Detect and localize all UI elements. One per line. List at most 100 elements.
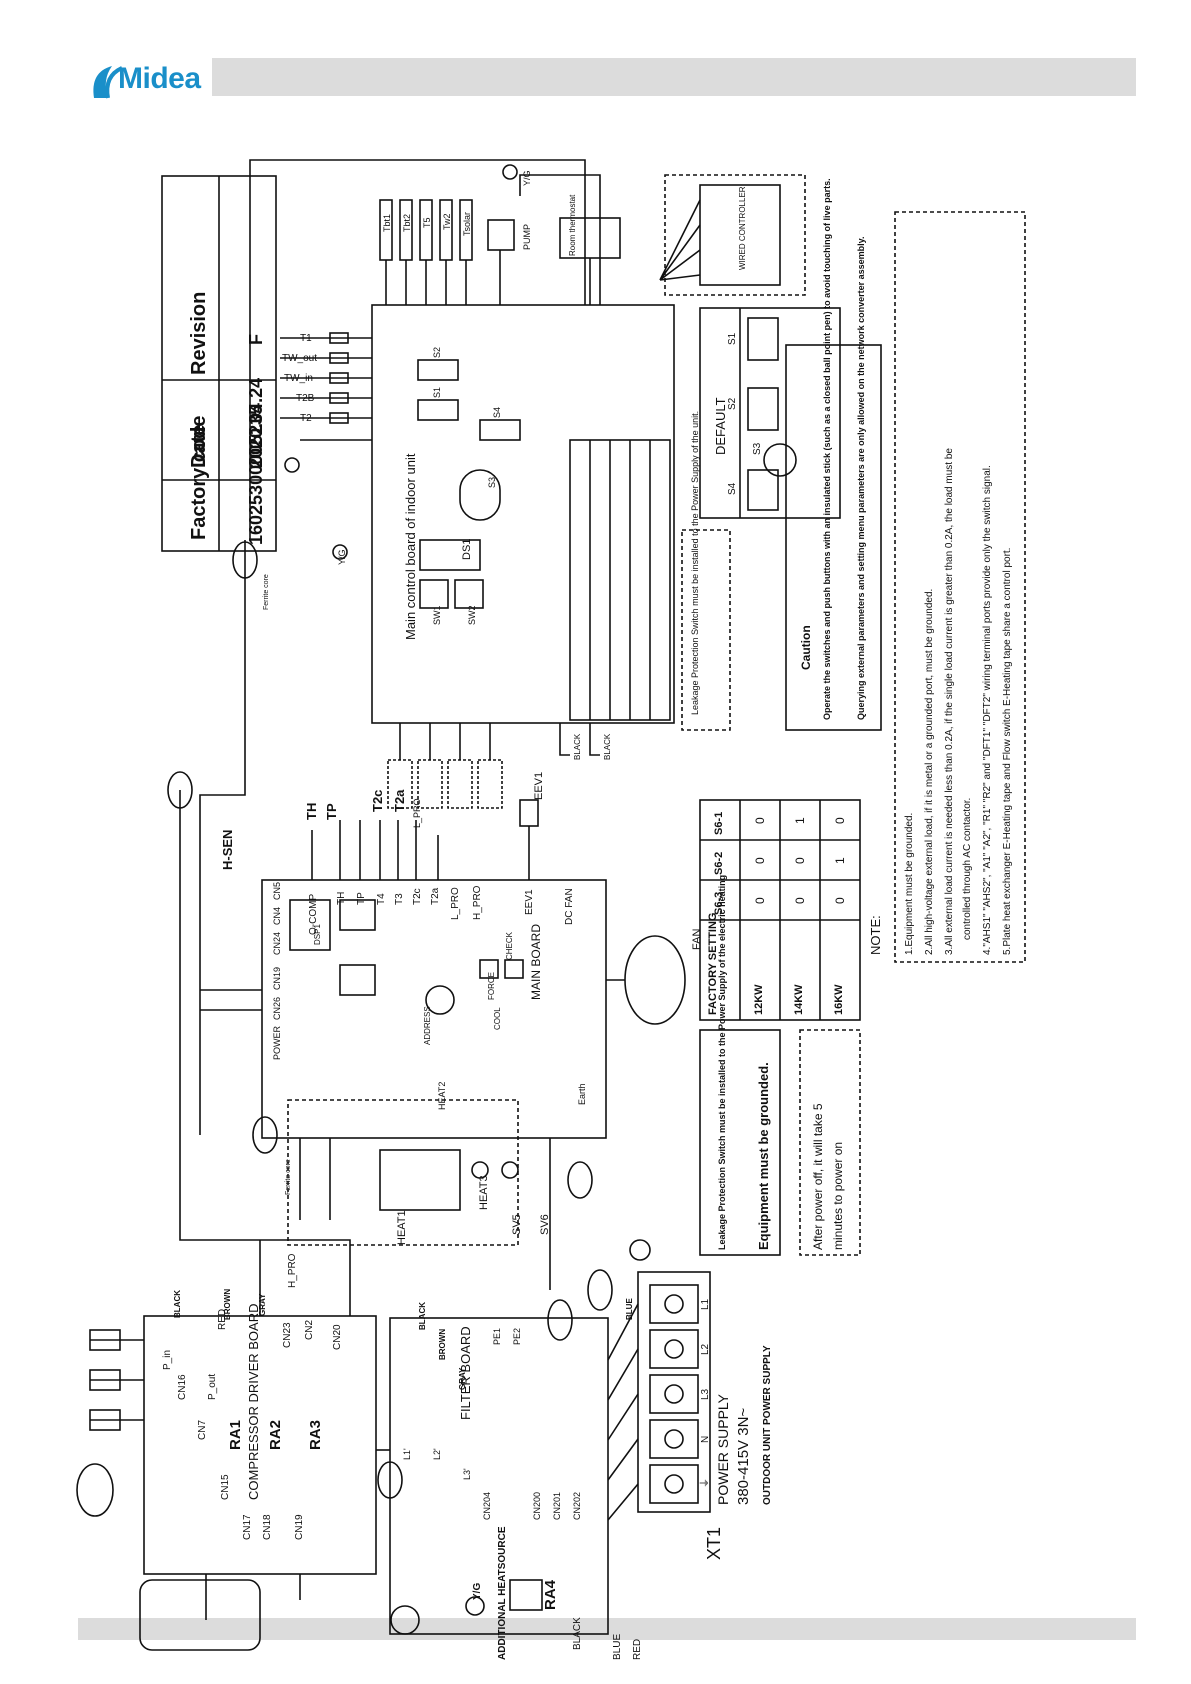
filter-l3: L3' xyxy=(462,1468,472,1480)
ext-h-sen: H-SEN xyxy=(220,830,235,870)
black-label-2: BLACK xyxy=(603,733,612,760)
ps-n: N xyxy=(700,1436,711,1443)
black-label-1: BLACK xyxy=(573,733,582,760)
sw2-label: SW2 xyxy=(467,605,477,625)
default-s3: S3 xyxy=(752,442,763,455)
compressor-board-title: COMPRESSOR DRIVER BOARD xyxy=(246,1304,261,1500)
mb-cn4: CN4 xyxy=(272,907,282,925)
indoor-dip-s4 xyxy=(479,419,521,441)
ground-symbols xyxy=(332,164,651,1616)
sensor-tsolar: Tsolar xyxy=(462,212,472,236)
ext-eev1: EEV1 xyxy=(533,772,545,800)
cmp-p-in: P_in xyxy=(162,1350,173,1370)
ps-l2: L2 xyxy=(700,1343,711,1355)
after-power-off-1: After power off, it will take 5 xyxy=(811,1103,825,1250)
caution-item-2: Querying external parameters and setting… xyxy=(856,237,866,721)
rev-header-code: Factory code xyxy=(188,416,210,540)
midea-logo-mark xyxy=(93,66,123,99)
indoor-main-board xyxy=(371,304,675,724)
note-2: 2.All high-voltage external load, if it … xyxy=(924,589,935,955)
ext-t2a: T2a xyxy=(392,789,407,812)
fs-14kw-2: 0 xyxy=(793,857,807,864)
cmp-cn2: CN2 xyxy=(304,1320,315,1340)
sensor-tw-in: TW_in xyxy=(284,373,313,384)
fs-12kw-2: 0 xyxy=(753,857,767,864)
indoor-s4-label: S4 xyxy=(492,407,502,418)
rev-value-date: 2020.04.24 xyxy=(246,378,266,468)
outdoor-dsp xyxy=(289,899,331,951)
sensor-tbt1: Tbt1 xyxy=(382,214,392,232)
mb-earth: Earth xyxy=(577,1083,587,1105)
fs-col-3: S6-3 xyxy=(713,892,725,915)
outdoor-bottom-loads xyxy=(287,1099,519,1246)
ext-fan: FAN xyxy=(691,929,703,950)
cmp-p-out: P_out xyxy=(207,1374,218,1400)
sensor-t5: T5 xyxy=(422,217,432,228)
fs-title: FACTORY SETTING xyxy=(707,913,719,1015)
filter-pe1: PE1 xyxy=(492,1328,502,1345)
note-4: 4."AHS1" "AHS2", "A1" "A2", "R1" "R2" an… xyxy=(982,465,993,955)
indoor-top-sensors xyxy=(379,174,621,305)
filter-wire-brown: BROWN xyxy=(438,1329,447,1360)
indoor-terminal-block xyxy=(569,439,671,721)
motor-black: BLACK xyxy=(572,1617,583,1650)
sensor-tbt2: Tbt2 xyxy=(402,214,412,232)
indoor-rotary-switch xyxy=(459,469,501,521)
reactor-ra1: RA1 xyxy=(227,1420,244,1450)
notes-box xyxy=(894,211,1026,963)
fs-col-1: S6-1 xyxy=(713,812,725,835)
indoor-dip-s1 xyxy=(417,399,459,421)
cmp-cn7: CN7 xyxy=(197,1420,208,1440)
fs-col-2: S6-2 xyxy=(713,852,725,875)
filter-l1: L1' xyxy=(402,1448,412,1460)
dip-s5 xyxy=(339,899,376,931)
cmp-black: BLACK xyxy=(173,1290,182,1318)
rev-value-code: 16025300005235 xyxy=(246,405,266,545)
sw2-button xyxy=(454,579,484,609)
fs-16kw-3: 0 xyxy=(833,897,847,904)
cmp-brown: BROWN xyxy=(223,1289,232,1320)
cmp-cn20: CN20 xyxy=(332,1324,343,1350)
fs-16kw-2: 1 xyxy=(833,857,847,864)
default-title: DEFAULT xyxy=(713,397,728,455)
fs-row-16kw: 16KW xyxy=(833,984,845,1015)
force-button xyxy=(479,959,499,979)
power-wires xyxy=(547,1269,639,1521)
ext-th: TH xyxy=(304,803,319,820)
after-power-off-box xyxy=(799,1029,861,1256)
mb-cn5: CN5 xyxy=(272,882,282,900)
mb-cn19: CN19 xyxy=(272,967,282,990)
mb-eev1: EEV1 xyxy=(524,889,535,915)
revision-table xyxy=(161,175,277,552)
factory-setting-table xyxy=(699,799,861,1021)
cmp-cn16: CN16 xyxy=(177,1374,188,1400)
indoor-sensor-cables xyxy=(280,332,372,473)
ds1-label: DS1 xyxy=(461,539,473,560)
rev-header-revision: Revision xyxy=(188,292,210,375)
mb-t2a: T2a xyxy=(430,887,441,905)
filter-l2: L2' xyxy=(432,1448,442,1460)
caution-item-1: Operate the switches and push buttons wi… xyxy=(822,178,832,720)
thermostat-label: Room thermostat xyxy=(568,194,577,256)
cmp-cn19: CN19 xyxy=(294,1514,305,1540)
ferrite-label-main: Ferrite core xyxy=(285,1159,292,1195)
power-supply-spec: 380-415V 3N~ xyxy=(735,1408,752,1505)
notes-title: NOTE: xyxy=(868,915,883,955)
sw1-label: SW1 xyxy=(432,605,442,625)
note-3: 3.All external load current is needed le… xyxy=(944,448,955,955)
power-supply-caption: OUTDOOR UNIT POWER SUPPLY xyxy=(762,1345,773,1505)
mb-heat3: HEAT3 xyxy=(478,1175,490,1210)
mb-cn26: CN26 xyxy=(272,997,282,1020)
ext-tp: TP xyxy=(324,803,339,820)
ferrite-label-indoor: Ferrite core xyxy=(263,574,270,610)
ds1-display xyxy=(419,539,481,571)
pump-label: PUMP xyxy=(522,224,532,250)
mb-t3: T3 xyxy=(394,893,405,905)
reactor-ra4: RA4 xyxy=(542,1579,559,1610)
cmp-cn18: CN18 xyxy=(262,1514,273,1540)
indoor-s1-label: S1 xyxy=(432,387,442,398)
mb-t4: T4 xyxy=(376,893,387,905)
motor-red: RED xyxy=(632,1639,643,1660)
mb-l-pro: L_PRO xyxy=(450,887,461,920)
motor-blue: BLUE xyxy=(612,1634,623,1660)
